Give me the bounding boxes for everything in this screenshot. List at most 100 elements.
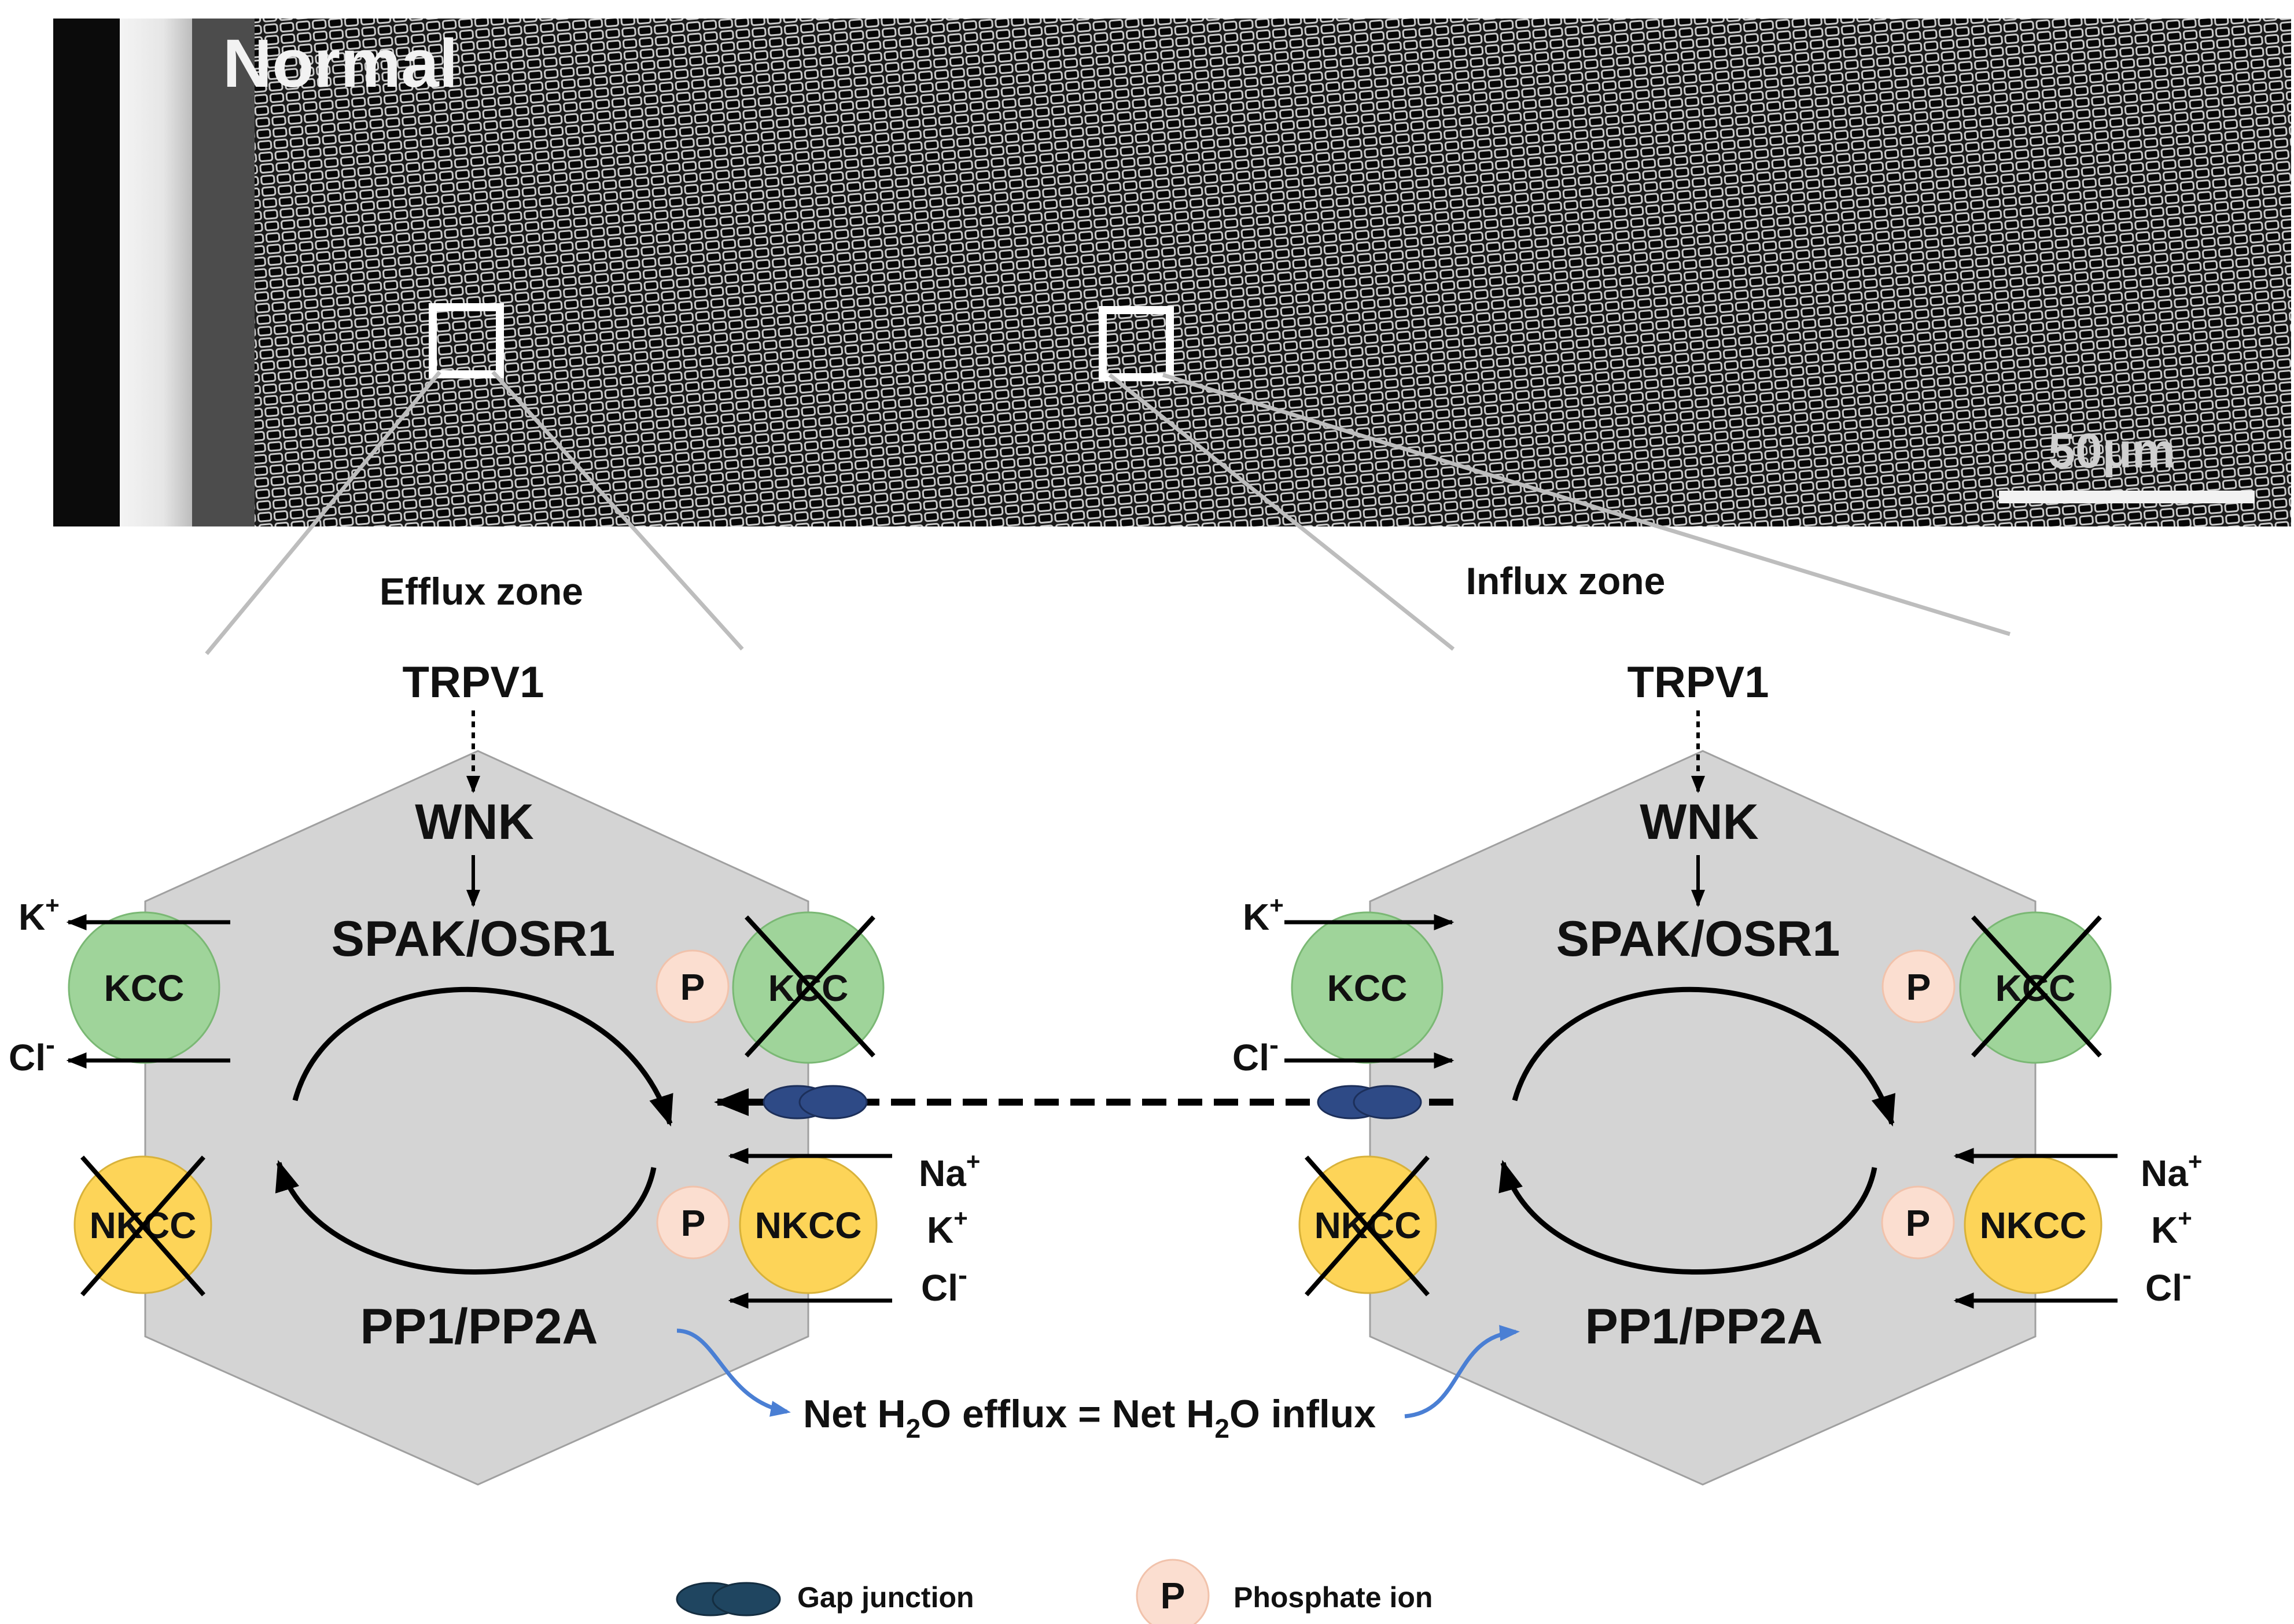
efflux-nkcc-right-label: NKCC: [755, 1205, 862, 1246]
ion-base: K: [1243, 896, 1269, 938]
efflux-right-ion-cl: Cl-: [921, 1260, 967, 1309]
ion-charge: +: [953, 1205, 968, 1232]
balance-text-3: O influx: [1229, 1392, 1376, 1436]
scale-bar: [1999, 491, 2255, 503]
balance-sub-2: 2: [1214, 1413, 1229, 1443]
influx-right-ion-na: Na+: [2141, 1148, 2202, 1194]
ion-base: K: [2151, 1209, 2178, 1251]
influx-cell: TRPV1 WNK SPAK/OSR1 PP1/PP2A KCC K+ Cl- …: [1232, 658, 2202, 1486]
influx-zoom-line-right: [1162, 373, 2011, 636]
influx-nkcc-right-label: NKCC: [1980, 1205, 2087, 1246]
intercellular-flow: [714, 1085, 1453, 1120]
efflux-roi-box: [429, 303, 504, 378]
efflux-kcc-left-label: KCC: [104, 967, 185, 1009]
epithelium-layer: [192, 19, 255, 526]
balance-text-1: Net H: [803, 1392, 906, 1436]
efflux-wnk-label: WNK: [415, 794, 533, 850]
influx-zone-title: Influx zone: [1466, 559, 1666, 602]
ion-base: K: [19, 896, 45, 938]
ion-charge: -: [1269, 1030, 1279, 1060]
efflux-cell-hexagon: [144, 750, 809, 1486]
efflux-spak-label: SPAK/OSR1: [332, 911, 616, 967]
scale-bar-label: 50μm: [2048, 424, 2175, 478]
efflux-phosphate-nkcc: [656, 1185, 730, 1260]
legend-gap-junction-label: Gap junction: [797, 1581, 974, 1614]
legend-phosphate-symbol: P: [1161, 1575, 1185, 1616]
ion-charge: -: [958, 1260, 967, 1291]
ion-charge: +: [966, 1148, 981, 1175]
efflux-trpv1-label: TRPV1: [403, 658, 544, 707]
water-balance-label: Net H2O efflux = Net H2O influx: [803, 1392, 1376, 1443]
influx-spak-label: SPAK/OSR1: [1556, 911, 1840, 967]
micrograph-fiber-texture: [255, 19, 2291, 526]
efflux-right-ion-k: K+: [927, 1205, 968, 1251]
influx-wnk-label: WNK: [1640, 794, 1758, 850]
efflux-water-arrow: [676, 1328, 791, 1417]
efflux-gap-junction: [763, 1085, 868, 1120]
efflux-kcc-left: [68, 911, 220, 1064]
influx-cycle-top-arrow: [1512, 986, 1895, 1127]
water-balance: Net H2O efflux = Net H2O influx: [676, 1325, 1520, 1443]
legend-phosphate-label: Phosphate ion: [1233, 1581, 1433, 1614]
efflux-cycle-bottom-arrow: [275, 1159, 657, 1275]
influx-zoom-line-left: [1108, 373, 1455, 651]
efflux-phosphate-kcc-label: P: [680, 966, 705, 1008]
efflux-zone-title: Efflux zone: [380, 570, 583, 613]
efflux-phosphate-kcc: [656, 949, 730, 1023]
influx-kcc-left: [1291, 911, 1444, 1064]
efflux-cell: TRPV1 WNK SPAK/OSR1 PP1/PP2A KCC K+ Cl- …: [9, 658, 980, 1486]
influx-kcc-left-label: KCC: [1327, 967, 1408, 1009]
efflux-phosphate-nkcc-label: P: [681, 1202, 706, 1244]
influx-phosphate-nkcc-label: P: [1906, 1202, 1931, 1244]
ion-charge: -: [46, 1030, 55, 1060]
influx-trpv1-label: TRPV1: [1627, 658, 1769, 707]
ion-base: Cl: [1232, 1037, 1269, 1078]
efflux-pp-label: PP1/PP2A: [360, 1299, 598, 1354]
balance-sub-1: 2: [906, 1413, 921, 1443]
balance-text-2: O efflux = Net H: [920, 1392, 1214, 1436]
influx-kcc-right-inhibited-cross: [1971, 915, 2102, 1058]
efflux-cycle-top-arrow: [292, 986, 673, 1127]
ion-base: Na: [919, 1152, 966, 1194]
influx-pp-label: PP1/PP2A: [1585, 1299, 1822, 1354]
efflux-right-ion-na: Na+: [919, 1148, 980, 1194]
influx-nkcc-left-inhibited-cross: [1305, 1155, 1430, 1297]
ion-charge: +: [2188, 1148, 2203, 1175]
influx-right-ion-cl: Cl-: [2145, 1260, 2192, 1309]
legend-phosphate-icon: [1136, 1559, 1210, 1624]
condition-label: Normal: [223, 25, 458, 102]
efflux-kcc-right-inhibited-cross: [745, 915, 875, 1058]
efflux-left-ion-cl: Cl-: [9, 1030, 55, 1078]
influx-water-arrow: [1404, 1325, 1520, 1419]
ion-charge: +: [2178, 1205, 2192, 1232]
ion-charge: +: [45, 892, 60, 919]
legend-gap-junction-icon: [676, 1582, 781, 1616]
efflux-left-ion-k: K+: [19, 892, 60, 938]
influx-gap-junction: [1317, 1085, 1422, 1120]
ion-base: Cl: [2145, 1267, 2182, 1309]
ion-base: Cl: [9, 1037, 46, 1078]
influx-phosphate-kcc-label: P: [1906, 966, 1931, 1008]
influx-right-ion-k: K+: [2151, 1205, 2192, 1251]
ion-charge: +: [1269, 892, 1284, 919]
efflux-nkcc-left-inhibited-cross: [80, 1155, 205, 1297]
influx-phosphate-kcc: [1881, 949, 1956, 1023]
ion-base: Cl: [921, 1267, 958, 1309]
micrograph-dark-edge: [53, 19, 120, 526]
zoom-lines: [205, 370, 2011, 656]
legend: Gap junction P Phosphate ion: [676, 1559, 1433, 1624]
ion-base: K: [927, 1209, 953, 1251]
efflux-zoom-line-left: [205, 370, 441, 656]
ion-charge: -: [2182, 1260, 2192, 1291]
ion-base: Na: [2141, 1152, 2188, 1194]
lens-capsule: [120, 19, 192, 526]
influx-roi-box: [1099, 306, 1174, 381]
influx-left-ion-cl: Cl-: [1232, 1030, 1279, 1078]
micrograph-panel: Normal 50μm: [53, 19, 2291, 526]
influx-cell-hexagon: [1369, 750, 2037, 1486]
efflux-zoom-line-right: [491, 370, 744, 651]
influx-left-ion-k: K+: [1243, 892, 1284, 938]
influx-phosphate-nkcc: [1881, 1185, 1955, 1260]
influx-cycle-bottom-arrow: [1498, 1159, 1877, 1275]
